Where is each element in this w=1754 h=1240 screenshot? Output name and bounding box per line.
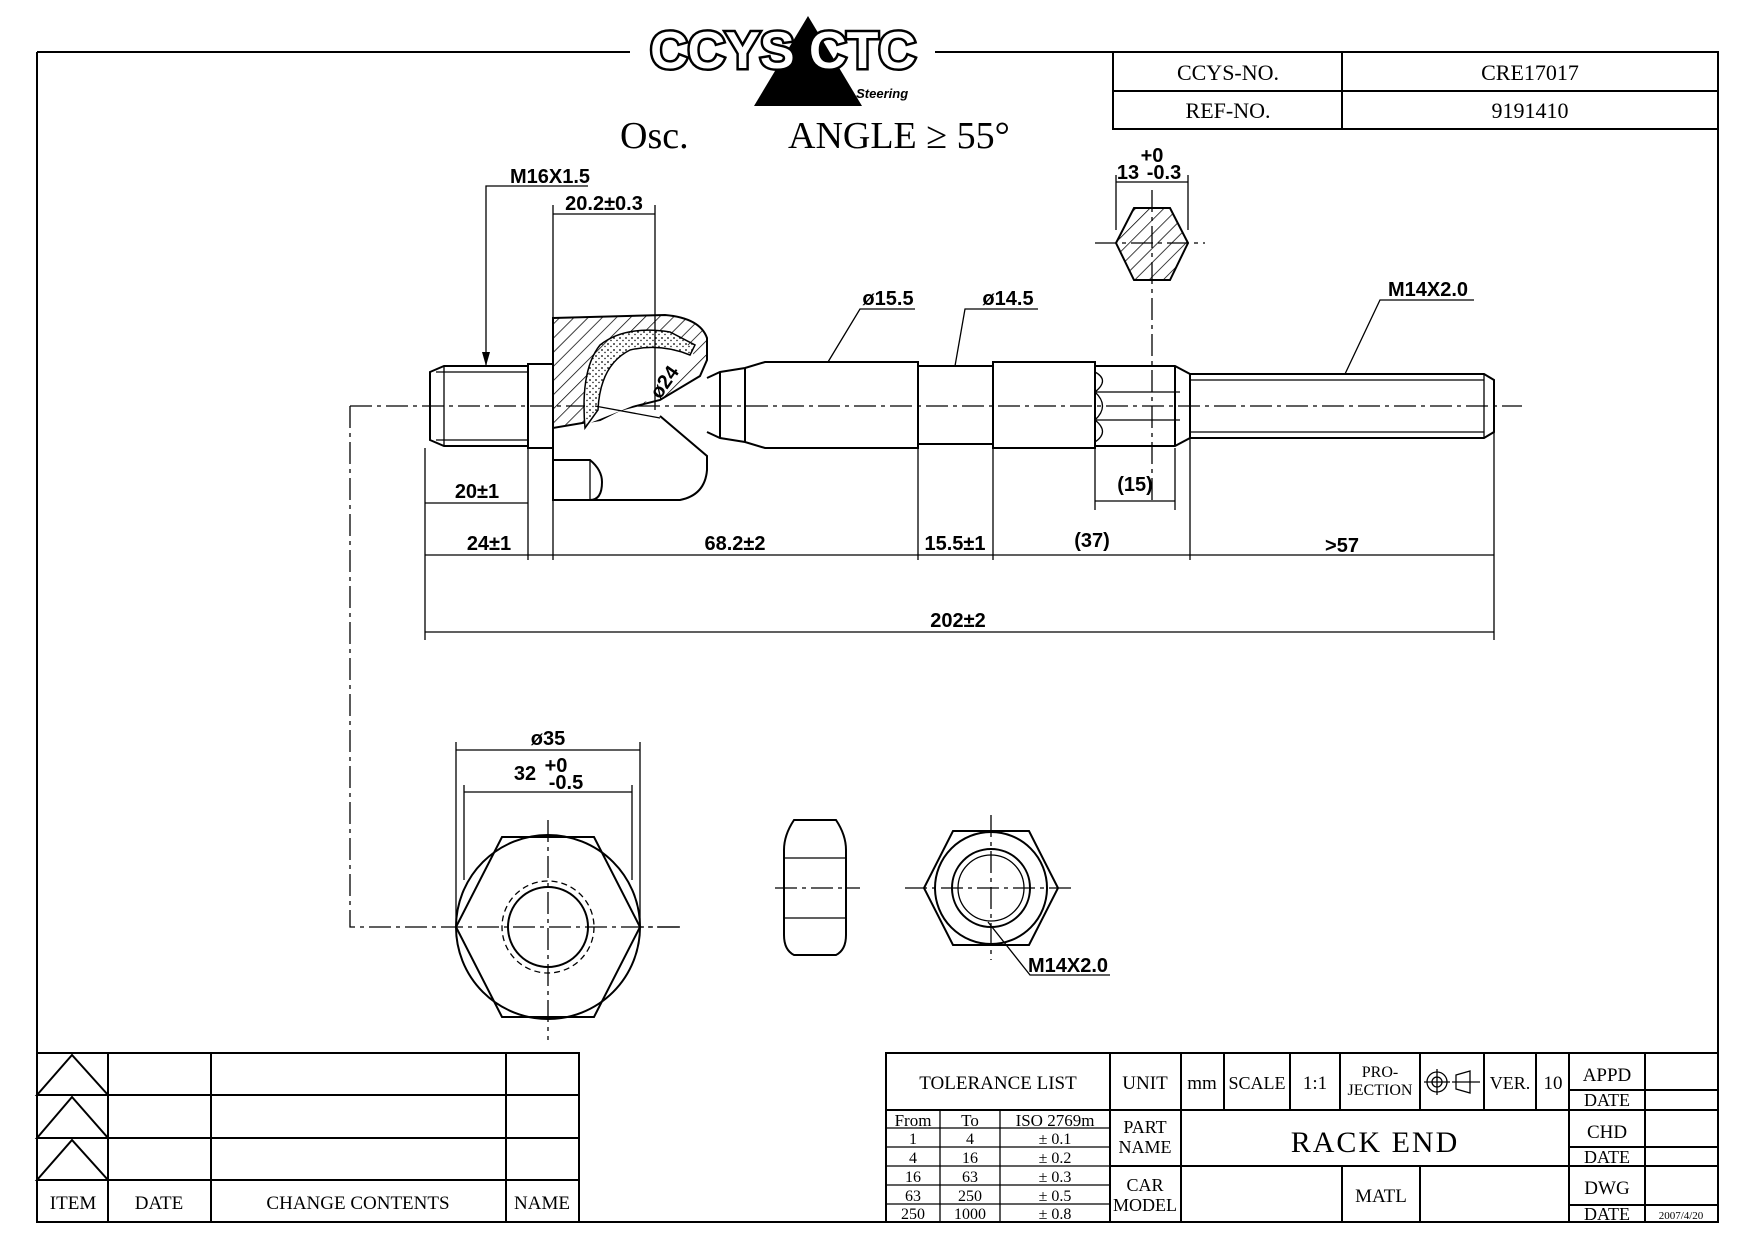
- tol-row-5-from: 250: [901, 1206, 925, 1223]
- dim-housing-hex-base: 32: [514, 763, 536, 785]
- dim-seg3: 15.5±1: [924, 533, 985, 555]
- dim-ball-width: 20.2±0.3: [565, 193, 643, 215]
- revision-header-change: CHANGE CONTENTS: [266, 1193, 449, 1214]
- dim-seg2: 68.2±2: [704, 533, 765, 555]
- tol-row-3-from: 16: [905, 1169, 921, 1186]
- scale-value: 1:1: [1303, 1073, 1327, 1094]
- ccys-no-value: CRE17017: [1481, 60, 1579, 85]
- tol-row-1-from: 1: [909, 1131, 917, 1148]
- car-model-line2: MODEL: [1113, 1195, 1177, 1215]
- car-model-line1: CAR: [1126, 1175, 1163, 1195]
- dim-overall: 202±2: [930, 610, 985, 632]
- dim-thread-right: M14X2.0: [1388, 279, 1468, 301]
- tol-row-4-tol: ± 0.5: [1039, 1188, 1072, 1205]
- revision-header-date: DATE: [135, 1193, 184, 1214]
- appd-label: APPD: [1583, 1065, 1632, 1086]
- appd-date-label: DATE: [1584, 1090, 1630, 1110]
- dim-flat-len: (15): [1117, 474, 1153, 496]
- tol-row-1-to: 4: [966, 1131, 974, 1148]
- tol-row-4-from: 63: [905, 1188, 921, 1205]
- dimension-labels: M16X1.5 20.2±0.3 ø24 ø15.5 ø14.5 +0 13 -…: [455, 145, 1468, 632]
- header-table: CCYS-NO. CRE17017 REF-NO. 9191410: [1112, 51, 1719, 130]
- dim-seg4: (37): [1074, 530, 1110, 552]
- osc-label: Osc.: [620, 115, 689, 157]
- revision-table: ITEM DATE CHANGE CONTENTS NAME: [34, 1052, 580, 1223]
- dimension-lines: [349, 185, 1495, 928]
- tol-row-4-to: 250: [958, 1188, 982, 1205]
- tol-row-2-to: 16: [962, 1150, 978, 1167]
- revision-header-name: NAME: [514, 1193, 570, 1214]
- drawing-frame: [36, 51, 1719, 1223]
- revision-header-item: ITEM: [50, 1193, 97, 1214]
- tol-header-from: From: [895, 1111, 932, 1130]
- dim-shaft-dia-2: ø14.5: [982, 288, 1033, 310]
- ver-label: VER.: [1490, 1073, 1531, 1093]
- dim-shaft-dia-1: ø15.5: [862, 288, 913, 310]
- nut-side-view: [775, 819, 860, 956]
- chd-date-label: DATE: [1584, 1147, 1630, 1167]
- title-block: TOLERANCE LIST From To ISO 2769m 1 4 ± 0…: [885, 1052, 1719, 1224]
- part-name-line2: NAME: [1119, 1137, 1172, 1157]
- dim-housing-hex-tol-top: +0: [545, 755, 568, 777]
- projection-symbol-icon: [1424, 1069, 1480, 1095]
- dim-housing-hex-tol-bottom: -0.5: [549, 772, 583, 794]
- logo-brand: CCYS CTC: [650, 22, 916, 80]
- dwg-date-value: 2007/4/20: [1659, 1210, 1704, 1222]
- unit-value: mm: [1187, 1073, 1217, 1094]
- tol-row-5-to: 1000: [954, 1206, 986, 1223]
- tol-row-1-tol: ± 0.1: [1039, 1131, 1072, 1148]
- hex-section-view: [1095, 175, 1205, 500]
- rack-end-side-view: [350, 313, 1522, 501]
- ref-no-label: REF-NO.: [1186, 98, 1271, 123]
- tol-row-3-tol: ± 0.3: [1039, 1169, 1072, 1186]
- unit-label: UNIT: [1122, 1073, 1168, 1094]
- part-name-line1: PART: [1123, 1117, 1166, 1137]
- chd-label: CHD: [1587, 1122, 1627, 1143]
- ccys-no-label: CCYS-NO.: [1177, 60, 1279, 85]
- dim-seg1: 24±1: [467, 533, 511, 555]
- ref-no-value: 9191410: [1492, 98, 1569, 123]
- dim-thread-left: M16X1.5: [510, 166, 590, 188]
- tol-header-to: To: [961, 1111, 979, 1130]
- scale-label: SCALE: [1228, 1073, 1285, 1093]
- dim-hex-tol-top: +0: [1141, 145, 1164, 167]
- dim-hex-tol-bottom: -0.3: [1147, 162, 1181, 184]
- tol-header-iso: ISO 2769m: [1016, 1111, 1095, 1130]
- tol-row-3-to: 63: [962, 1169, 978, 1186]
- dim-seg5: >57: [1325, 535, 1359, 557]
- matl-label: MATL: [1355, 1186, 1407, 1207]
- tol-row-5-tol: ± 0.8: [1039, 1206, 1072, 1223]
- projection-line1: PRO-: [1362, 1064, 1398, 1081]
- projection-line2: JECTION: [1348, 1082, 1413, 1099]
- tol-row-2-tol: ± 0.2: [1039, 1150, 1072, 1167]
- angle-label: ANGLE ≥ 55°: [788, 115, 1010, 157]
- part-name-value: RACK END: [1291, 1126, 1460, 1159]
- dim-hex-size: 13: [1117, 162, 1139, 184]
- tol-row-2-from: 4: [909, 1150, 917, 1167]
- nut-front-view: M14X2.0: [905, 815, 1110, 977]
- dim-housing-dia: ø35: [531, 728, 565, 750]
- dwg-date-label: DATE: [1584, 1204, 1630, 1224]
- ver-value: 10: [1544, 1073, 1563, 1094]
- logo-tagline: Suspension & Steering: [766, 86, 908, 101]
- dwg-label: DWG: [1584, 1178, 1630, 1199]
- company-logo: CCYS CTC Suspension & Steering: [648, 16, 918, 106]
- housing-end-view: ø35 32 +0 -0.5: [454, 728, 680, 1040]
- dim-thread-len: 20±1: [455, 481, 499, 503]
- tolerance-title: TOLERANCE LIST: [919, 1073, 1077, 1094]
- dim-nut-thread: M14X2.0: [1028, 955, 1108, 977]
